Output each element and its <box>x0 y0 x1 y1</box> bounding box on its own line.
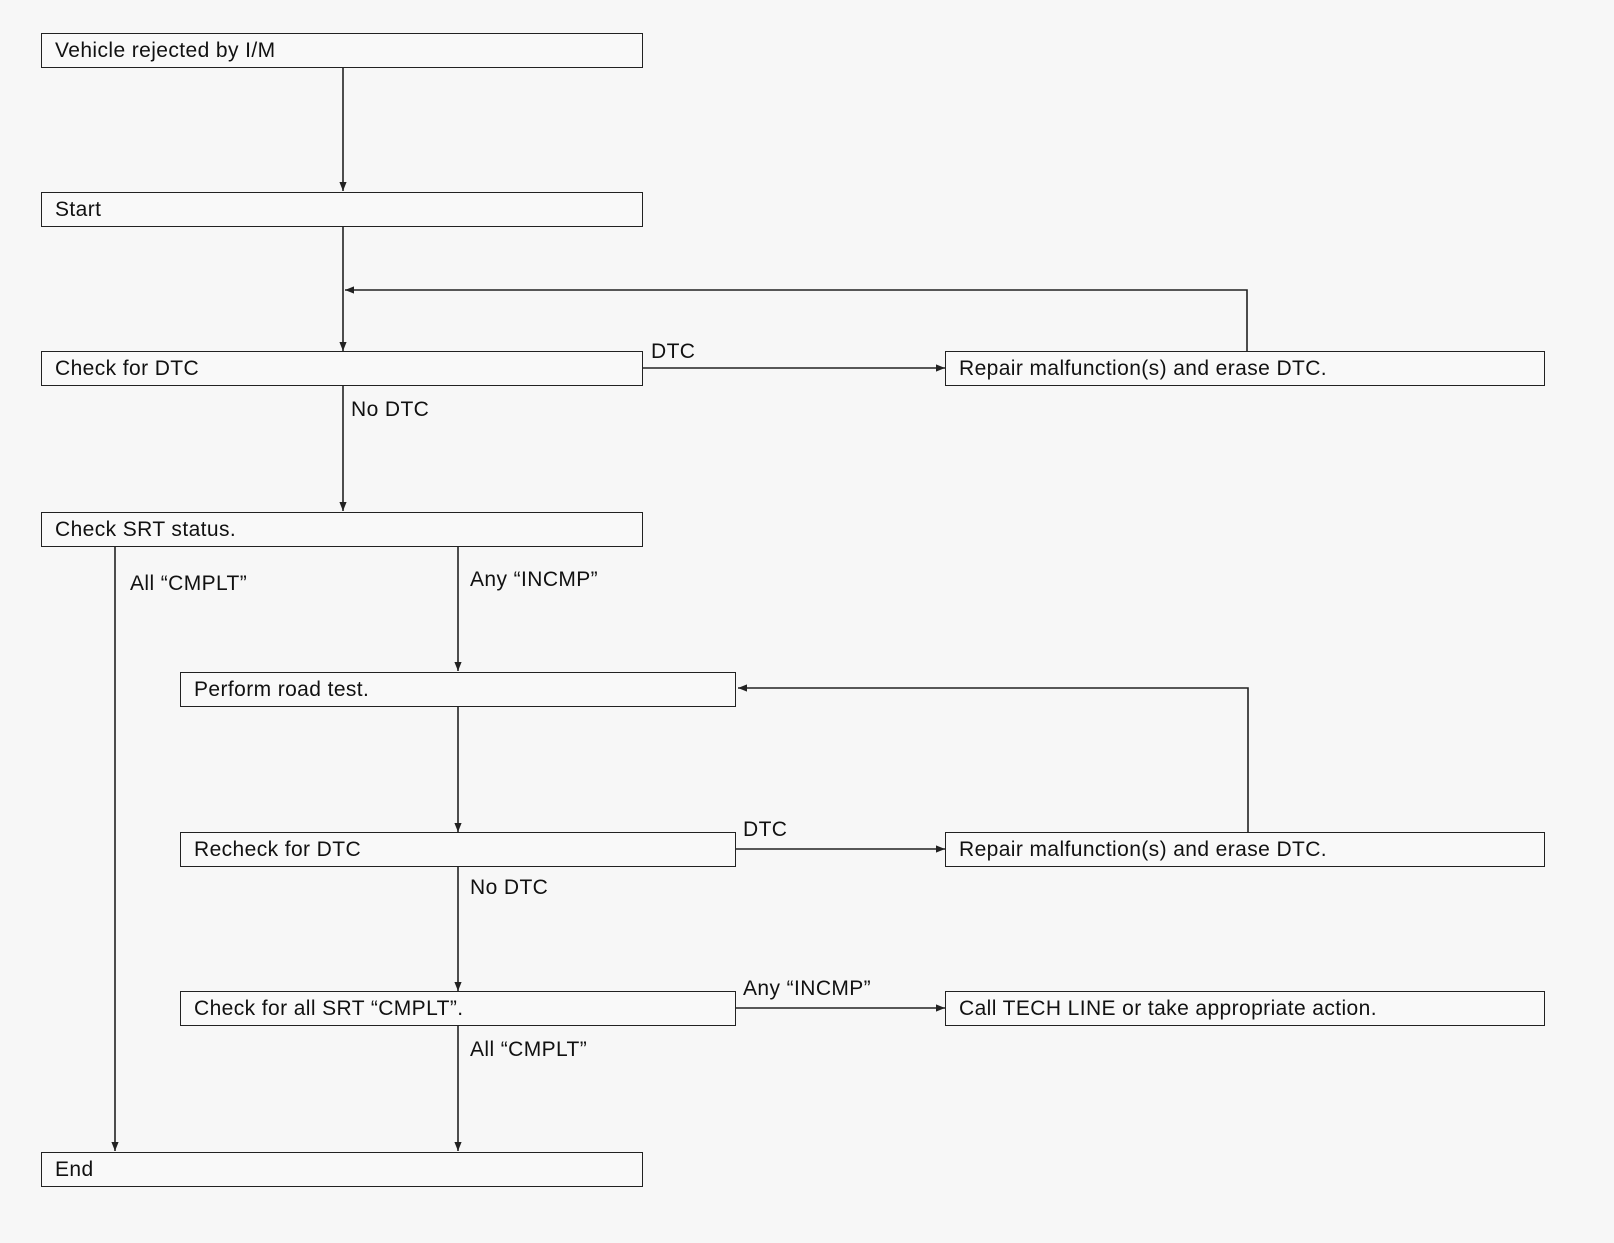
node-check-srt-status: Check SRT status. <box>41 512 643 547</box>
edge-label-dtc-2: DTC <box>743 818 788 841</box>
node-repair-malfunction-2-label: Repair malfunction(s) and erase DTC. <box>959 837 1328 861</box>
node-vehicle-rejected-label: Vehicle rejected by I/M <box>55 38 276 62</box>
node-start-label: Start <box>55 197 102 221</box>
node-perform-road-test: Perform road test. <box>180 672 736 707</box>
node-check-srt-status-label: Check SRT status. <box>55 517 237 541</box>
node-call-tech-line-label: Call TECH LINE or take appropriate actio… <box>959 996 1377 1020</box>
node-repair-malfunction-1: Repair malfunction(s) and erase DTC. <box>945 351 1545 386</box>
node-start: Start <box>41 192 643 227</box>
edge-label-no-dtc-1: No DTC <box>351 398 430 421</box>
edge-label-any-incmp-2: Any “INCMP” <box>743 977 872 1000</box>
node-repair-malfunction-1-label: Repair malfunction(s) and erase DTC. <box>959 356 1328 380</box>
node-perform-road-test-label: Perform road test. <box>194 677 370 701</box>
node-check-all-srt-cmplt: Check for all SRT “CMPLT”. <box>180 991 736 1026</box>
node-call-tech-line: Call TECH LINE or take appropriate actio… <box>945 991 1545 1026</box>
node-end: End <box>41 1152 643 1187</box>
node-repair-malfunction-2: Repair malfunction(s) and erase DTC. <box>945 832 1545 867</box>
edge-repair1-loop <box>345 286 1248 351</box>
edge-label-all-cmplt-2: All “CMPLT” <box>470 1038 588 1061</box>
edge-label-all-cmplt-1: All “CMPLT” <box>130 572 248 595</box>
node-recheck-for-dtc-label: Recheck for DTC <box>194 837 362 861</box>
node-recheck-for-dtc: Recheck for DTC <box>180 832 736 867</box>
node-end-label: End <box>55 1157 94 1181</box>
edge-label-dtc-1: DTC <box>651 340 696 363</box>
edge-label-any-incmp-1: Any “INCMP” <box>470 568 599 591</box>
node-vehicle-rejected: Vehicle rejected by I/M <box>41 33 643 68</box>
edge-repair2-loop <box>738 684 1249 832</box>
node-check-all-srt-cmplt-label: Check for all SRT “CMPLT”. <box>194 996 464 1020</box>
edge-label-no-dtc-2: No DTC <box>470 876 549 899</box>
node-check-for-dtc: Check for DTC <box>41 351 643 386</box>
node-check-for-dtc-label: Check for DTC <box>55 356 200 380</box>
